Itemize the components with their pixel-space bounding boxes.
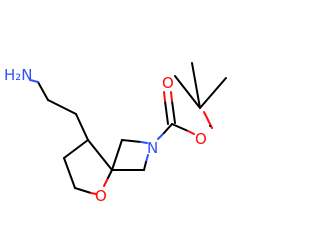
bond-carbonyl-ester-o-red — [187, 130, 195, 135]
bond-ch2-ch2 — [47, 99, 77, 115]
bond-c6-o5-red — [90, 192, 97, 195]
bond-c1-n — [121, 139, 142, 143]
amine-nitrogen-label: H₂N — [4, 66, 33, 84]
bond-quat-me3 — [199, 77, 227, 109]
bond-o5-spiro-black — [107, 169, 113, 179]
bond-spiro-c8 — [87, 139, 113, 171]
molecule-structure: H₂N N O O O — [4, 62, 227, 205]
ring-oxygen-label: O — [95, 187, 107, 205]
atom-labels: H₂N N O O O — [4, 66, 207, 205]
bond-n-c3-black — [143, 161, 147, 171]
bond-amine-ch2-n — [29, 79, 39, 83]
bond-carbonyl-double-a — [164, 100, 169, 125]
bond-c6-o5 — [74, 187, 92, 194]
bond-spiro-c1 — [111, 139, 123, 171]
bond-n-c3 — [145, 154, 149, 163]
bond-carbonyl-double-b — [171, 100, 176, 124]
bonds — [29, 62, 227, 195]
bond-c1-n-blue — [140, 141, 148, 144]
bond-carbonyl-double-b-red — [170, 91, 173, 102]
bond-c7-c6 — [63, 157, 76, 189]
bond-amine-ch2 — [37, 81, 49, 101]
bond-carbonyl-double-a-red — [163, 91, 166, 102]
ester-oxygen-label: O — [195, 130, 207, 148]
bond-o5-spiro — [103, 177, 109, 187]
bond-carbonyl-ester-o — [171, 123, 189, 132]
bond-ch2-c8 — [75, 113, 89, 141]
carbonyl-oxygen-label: O — [162, 74, 174, 92]
bond-quat-me1 — [174, 75, 201, 109]
bond-quat-me2 — [191, 62, 201, 109]
bond-n-carbonyl-c-black — [163, 123, 173, 134]
ring-nitrogen-label: N — [147, 139, 158, 157]
bond-c8-c7 — [63, 139, 89, 159]
bond-n-carbonyl-c — [157, 132, 165, 140]
